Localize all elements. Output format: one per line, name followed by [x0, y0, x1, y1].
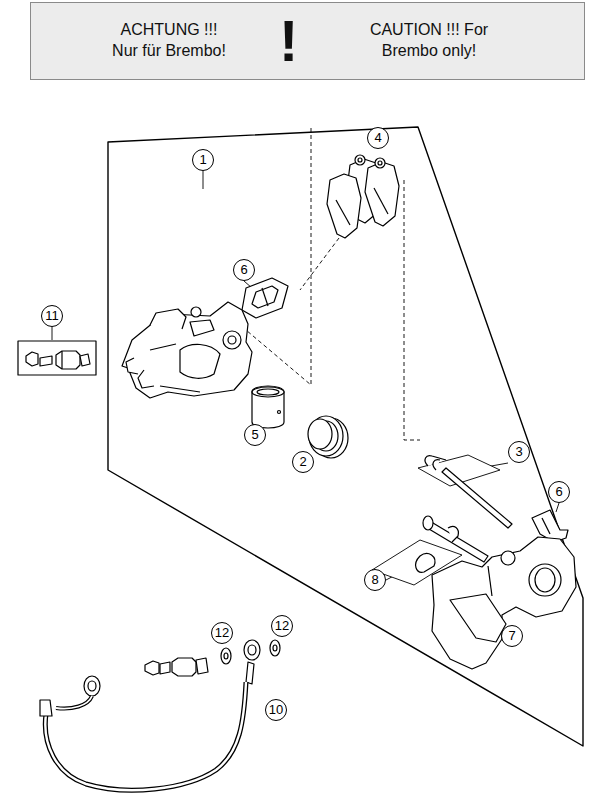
- callout-number: 2: [292, 451, 314, 473]
- caliper-body: [122, 302, 252, 398]
- brake-hose: [40, 640, 280, 790]
- caliper-bracket: [432, 537, 576, 669]
- callout-number: 1: [192, 149, 214, 171]
- callout-number: 6: [548, 481, 570, 503]
- callout-number: 5: [244, 424, 266, 446]
- warning-text-en: CAUTION !!! For Brembo only!: [367, 20, 491, 62]
- pad-pin: [418, 455, 512, 528]
- seal-kit: [308, 416, 348, 458]
- leader-lines: [52, 171, 559, 628]
- callout-number: 11: [41, 305, 63, 327]
- warning-text-de: ACHTUNG !!! Nur für Brembo!: [110, 20, 228, 62]
- callout-number: 10: [265, 699, 287, 721]
- kit-panel: [108, 127, 583, 746]
- brake-pads: [327, 155, 399, 238]
- caution-banner: ACHTUNG !!! Nur für Brembo!! CAUTION !!! …: [30, 2, 585, 80]
- callout-number: 7: [501, 625, 523, 647]
- pad-spring: [242, 278, 288, 318]
- callout-number: 4: [367, 127, 389, 149]
- callout-number: 8: [364, 569, 386, 591]
- callout-number: 12: [211, 622, 233, 644]
- callout-number: 12: [271, 615, 293, 637]
- exclamation-mark: !: [279, 12, 298, 70]
- callout-number: 3: [508, 441, 530, 463]
- callout-number: 6: [233, 259, 255, 281]
- piston: [252, 386, 284, 428]
- bleeder-kit: [18, 341, 96, 375]
